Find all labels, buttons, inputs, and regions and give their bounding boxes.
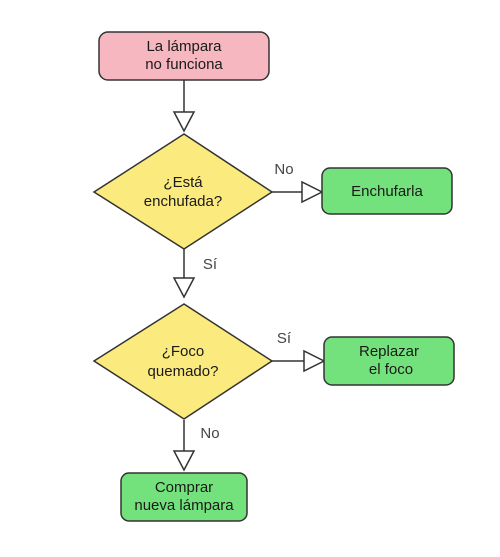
replace-line-1: Replazar	[359, 343, 419, 360]
edge-label-plugged-no: No	[274, 161, 293, 178]
node-plug-in: Enchufarla	[321, 167, 453, 215]
plug-in-line-1: Enchufarla	[351, 183, 423, 200]
node-replace-bulb: Replazar el foco	[323, 336, 455, 386]
edge-label-bulb-yes: Sí	[277, 330, 292, 347]
plug-in-box	[321, 167, 453, 215]
edge-label-plugged-yes: Sí	[203, 256, 218, 273]
plugged-diamond	[92, 133, 274, 250]
node-buy-lamp: Comprar nueva lámpara	[120, 472, 248, 522]
arrowhead-replace	[303, 349, 326, 373]
node-bulb-decision: ¿Foco quemado?	[92, 303, 274, 420]
arrowhead-buy	[172, 450, 196, 472]
replace-box	[323, 336, 455, 386]
arrowhead-plug-in	[301, 180, 324, 204]
connectors	[172, 80, 326, 472]
buy-line-2: nueva lámpara	[134, 497, 234, 514]
buy-box	[120, 472, 248, 522]
node-start: La lámpara no funciona	[98, 31, 270, 81]
buy-line-1: Comprar	[155, 479, 213, 496]
start-line-2: no funciona	[145, 56, 223, 73]
start-line-1: La lámpara	[146, 38, 222, 55]
bulb-diamond	[92, 303, 274, 420]
plugged-line-1: ¿Está	[163, 174, 203, 191]
edge-label-bulb-no: No	[200, 425, 219, 442]
start-box	[98, 31, 270, 81]
node-plugged-decision: ¿Está enchufada?	[92, 133, 274, 250]
replace-line-2: el foco	[369, 361, 413, 378]
plugged-line-2: enchufada?	[144, 193, 222, 210]
bulb-line-1: ¿Foco	[162, 343, 205, 360]
arrowhead-bulb	[172, 277, 196, 299]
bulb-line-2: quemado?	[148, 363, 219, 380]
arrowhead-plugged	[172, 111, 196, 133]
